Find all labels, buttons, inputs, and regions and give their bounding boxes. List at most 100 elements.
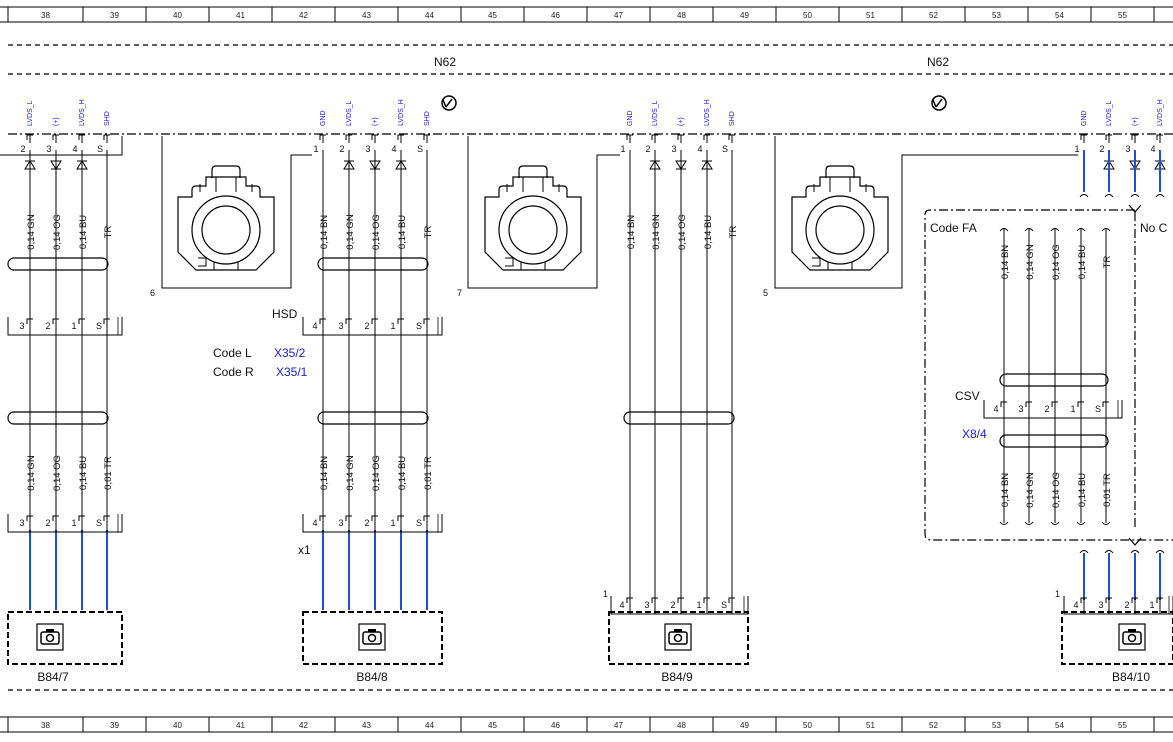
ruler-number: 50 — [803, 721, 812, 730]
camera-component — [608, 611, 749, 665]
pin-number: 2 — [364, 321, 369, 331]
module-label-n62-right: N62 — [927, 55, 949, 69]
twisted-pair-shield — [317, 257, 429, 271]
pin-number: 4 — [391, 144, 396, 154]
ruler-number: 44 — [425, 11, 434, 20]
pin-number: 3 — [338, 321, 343, 331]
pin-terminal — [103, 134, 110, 143]
wire-break — [1024, 228, 1034, 232]
inline-connector — [983, 400, 1123, 419]
code-r-label: Code R — [213, 365, 254, 379]
pin-number: S — [417, 144, 423, 154]
ruler-number: 45 — [488, 721, 497, 730]
connector-pin — [1077, 401, 1084, 418]
connector-pin — [345, 515, 352, 532]
ruler-number: 41 — [236, 11, 245, 20]
pin-number: 1 — [71, 321, 76, 331]
pin-signal-label: SHD — [424, 111, 431, 126]
pin-terminal — [371, 134, 378, 143]
pin-number: S — [97, 144, 103, 154]
ruler-number: 46 — [551, 721, 560, 730]
inline-connector — [7, 317, 123, 336]
wire-color-label: TR — [423, 226, 434, 239]
wire-color-label: 0,14 BU — [78, 215, 89, 249]
pin-number: 2 — [45, 518, 50, 528]
camera-port-number: 5 — [763, 288, 768, 298]
ruler-number: 48 — [677, 721, 686, 730]
connector-pin — [103, 318, 110, 335]
camera-connector-icon — [177, 165, 275, 271]
pin-number: 2 — [339, 144, 344, 154]
pin-number: S — [722, 144, 728, 154]
connector-pin — [78, 515, 85, 532]
wire-color-label: 0,14 GN — [651, 214, 662, 250]
pin-terminal — [319, 134, 326, 143]
wire-break — [1101, 228, 1111, 232]
pin-terminal — [52, 134, 59, 143]
pin-number: 1 — [313, 144, 318, 154]
pin-signal-label: SHD — [729, 111, 736, 126]
twisted-pair-shield — [999, 373, 1109, 387]
ruler-number: 48 — [677, 11, 686, 20]
no-code-label: No C — [1140, 221, 1168, 235]
connector-pin — [52, 318, 59, 335]
pin-terminal — [1105, 134, 1112, 143]
pin-signal-label: (+) — [53, 117, 60, 126]
wire-color-label: 0,14 OG — [52, 214, 63, 250]
connector-pin — [397, 318, 404, 335]
camera-icon — [1118, 623, 1146, 651]
pin-terminal — [677, 134, 684, 143]
wire-break — [1076, 521, 1086, 525]
wire-color-label: 0,14 GN — [26, 455, 37, 491]
wire-color-label: 0,14 BU — [703, 215, 714, 249]
pin-number: 3 — [365, 144, 370, 154]
ruler-number: 52 — [929, 11, 938, 20]
pin-number: 3 — [1018, 404, 1023, 414]
camera-port-boxes: 6 7 5 — [150, 136, 1078, 298]
wire-color-label: TR — [1102, 256, 1113, 269]
connector-pin — [319, 318, 326, 335]
ruler-number: 44 — [425, 721, 434, 730]
wire-color-label: 0,14 BU — [397, 215, 408, 249]
connector-pin — [1051, 401, 1058, 418]
pin-number: 3 — [1125, 144, 1130, 154]
connector-x35-1-link[interactable]: X35/1 — [276, 365, 308, 379]
wire-break — [1104, 550, 1114, 554]
pin-number: 4 — [619, 600, 624, 610]
twisted-pair-shield — [7, 411, 109, 425]
pin-signal-label: GND — [1081, 110, 1088, 126]
connector-x35-2-link[interactable]: X35/2 — [274, 346, 306, 360]
component-label-b84-7: B84/7 — [37, 670, 69, 684]
connector-label-hsd: HSD — [272, 307, 298, 321]
wire-break — [1050, 521, 1060, 525]
connector-pin-marker: 1 — [603, 589, 608, 599]
pin-number: 2 — [645, 144, 650, 154]
pin-number: 2 — [364, 518, 369, 528]
wire-break — [999, 228, 1009, 232]
ruler-number: 46 — [551, 11, 560, 20]
module-label-n62-left: N62 — [434, 55, 456, 69]
pin-signal-label: LVDS_H — [79, 99, 86, 126]
connector-pin — [319, 515, 326, 532]
pin-terminal — [26, 134, 33, 143]
camera-icon — [36, 623, 64, 651]
connector-x8-4-link[interactable]: X8/4 — [962, 427, 987, 441]
inline-connector — [302, 514, 443, 533]
pin-signal-label: (+) — [678, 117, 685, 126]
connector-pin-marker: 1 — [1055, 589, 1060, 599]
wire-color-label: TR — [728, 226, 739, 239]
connector-label-csv: CSV — [955, 389, 980, 403]
pin-terminal — [703, 134, 710, 143]
ruler-number: 55 — [1118, 11, 1127, 20]
pin-signal-label: LVDS_H — [1157, 99, 1164, 126]
wire-break — [1101, 521, 1111, 525]
connector-pin — [371, 318, 378, 335]
wire-break — [1024, 521, 1034, 525]
camera-connector-icon — [484, 165, 582, 271]
pin-number: 1 — [390, 518, 395, 528]
pin-signal-label: LVDS_L — [346, 100, 353, 126]
wire-color-label: 0,01 TR — [103, 456, 114, 490]
wire-break — [1050, 228, 1060, 232]
pin-number: S — [416, 321, 422, 331]
connector-pin — [26, 515, 33, 532]
